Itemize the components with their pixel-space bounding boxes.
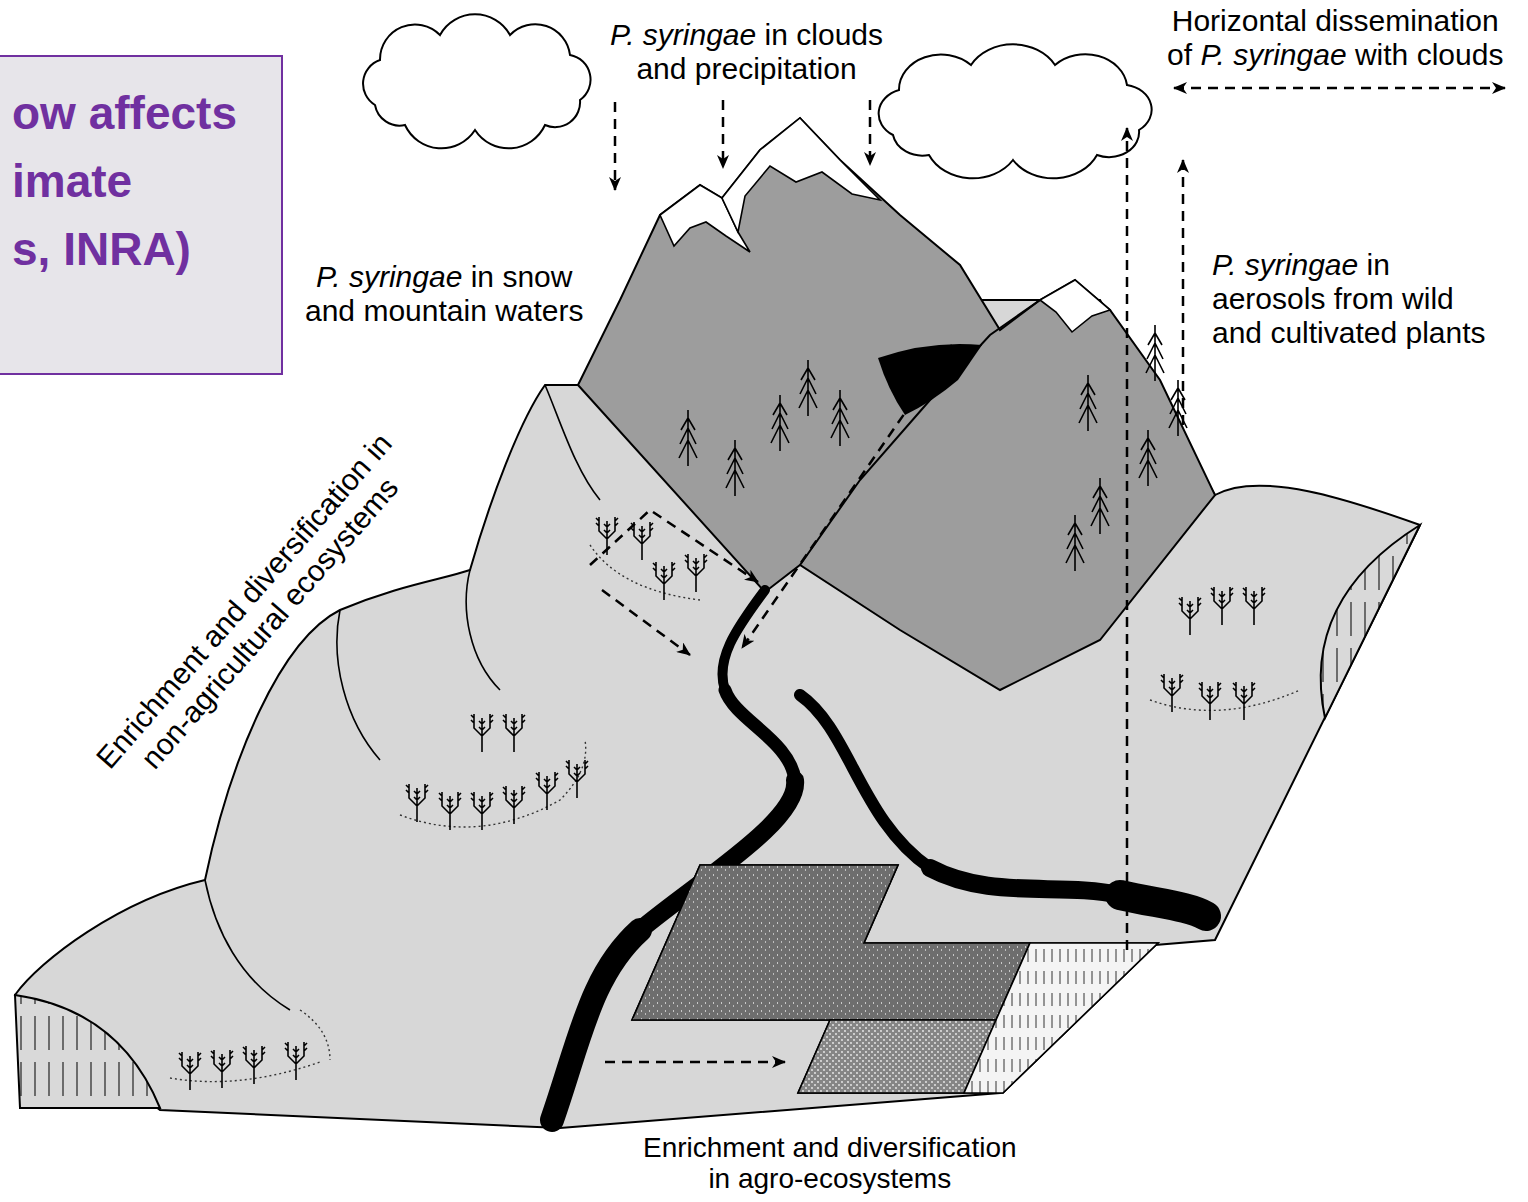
text-line: and mountain waters xyxy=(305,294,584,328)
conifer xyxy=(1146,325,1164,381)
river xyxy=(725,690,795,780)
shrub xyxy=(285,1042,307,1080)
shrub xyxy=(471,792,493,830)
text-line: and cultivated plants xyxy=(1212,316,1486,350)
precipitation-arrow xyxy=(614,102,617,190)
shrub xyxy=(653,562,675,600)
shrub xyxy=(406,784,428,822)
shrub xyxy=(566,760,588,798)
precipitation-arrow xyxy=(869,100,872,165)
snow-cap xyxy=(722,118,880,232)
dotted-field xyxy=(798,1020,996,1093)
text-line: of P. syringae with clouds xyxy=(1167,38,1503,72)
species-name: P. xyxy=(610,18,634,51)
shrub xyxy=(631,522,653,560)
shrub xyxy=(1199,682,1221,720)
conifer xyxy=(831,390,849,446)
horizontal-dissemination-arrow xyxy=(1174,87,1505,90)
aerosol-arrow xyxy=(1126,128,1129,950)
hatched-soil-face xyxy=(1321,525,1420,718)
mountain-lake xyxy=(878,344,982,415)
annotation-label: Enrichment and diversification in agro-e… xyxy=(643,1132,1017,1194)
conifer xyxy=(726,440,744,496)
species-name: syringae xyxy=(349,260,462,293)
river xyxy=(930,868,1120,895)
irrigation-arrow xyxy=(605,1061,785,1064)
precipitation-arrow xyxy=(722,100,725,168)
text-line: P. syringae in snow xyxy=(305,260,584,294)
river xyxy=(722,590,765,690)
species-name: P. xyxy=(316,260,340,293)
river xyxy=(1120,895,1206,916)
shrub xyxy=(179,1052,201,1090)
text-line: s, INRA) xyxy=(12,215,237,283)
text-line: and precipitation xyxy=(610,52,883,86)
shrub xyxy=(503,714,525,752)
conifer-trees xyxy=(679,325,1187,571)
runoff-arrow xyxy=(602,590,690,655)
text-line: P. syringae in xyxy=(1212,248,1486,282)
speckled-valley xyxy=(170,545,1300,1082)
text-line: in agro-ecosystems xyxy=(643,1163,1017,1194)
dispersal-arrows xyxy=(590,88,1505,1062)
shrub xyxy=(471,714,493,752)
species-name: syringae xyxy=(643,18,756,51)
aerosol-arrow xyxy=(1182,160,1185,425)
shrub xyxy=(439,792,461,830)
text-line: ow affects xyxy=(12,79,237,147)
shrub xyxy=(503,786,525,824)
agricultural-fields xyxy=(632,865,1158,1093)
cloud xyxy=(363,14,591,148)
shrub xyxy=(211,1050,233,1088)
conifer xyxy=(1139,430,1157,486)
shrub xyxy=(1211,587,1233,625)
runoff-arrow xyxy=(742,345,952,648)
field-plot xyxy=(632,865,1158,1093)
hatched-field xyxy=(964,943,1158,1093)
species-name: P. xyxy=(1212,248,1236,281)
runoff-arrow xyxy=(590,510,758,582)
text-line: P. syringae in clouds xyxy=(610,18,883,52)
conifer xyxy=(679,410,697,466)
text-line: aerosols from wild xyxy=(1212,282,1486,316)
annotation-label: P. syringae in clouds and precipitation xyxy=(610,18,883,86)
cloud xyxy=(879,44,1152,178)
stippled-field xyxy=(632,865,1030,1020)
annotation-label: P. syringae in snow and mountain waters xyxy=(305,260,584,328)
title-text: ow affects imate s, INRA) xyxy=(12,79,237,283)
snow-cap xyxy=(1040,280,1110,332)
conifer xyxy=(771,395,789,451)
shrub xyxy=(1243,587,1265,625)
conifer xyxy=(1169,380,1187,436)
rivers xyxy=(552,590,1206,1120)
text-line: imate xyxy=(12,147,237,215)
shrub xyxy=(1179,597,1201,635)
text-line: Enrichment and diversification xyxy=(643,1132,1017,1163)
shrub xyxy=(1161,674,1183,712)
river xyxy=(800,695,930,868)
species-name: P. xyxy=(1200,38,1224,71)
species-name: syringae xyxy=(1233,38,1346,71)
shrubs xyxy=(179,517,1265,1090)
shrub xyxy=(243,1046,265,1084)
river xyxy=(552,930,640,1120)
shrub xyxy=(685,554,707,592)
shrub xyxy=(536,772,558,810)
conifer xyxy=(1091,478,1109,534)
conifer xyxy=(1066,515,1084,571)
mountains xyxy=(578,118,1215,690)
mountain-massif xyxy=(578,118,1215,690)
clouds xyxy=(363,14,1152,178)
species-name: syringae xyxy=(1245,248,1358,281)
hatched-soil-face xyxy=(15,995,160,1108)
conifer xyxy=(1079,375,1097,431)
conifer xyxy=(799,360,817,416)
text-line: Horizontal dissemination xyxy=(1167,4,1503,38)
mountain-ridge xyxy=(800,300,1040,565)
shrub xyxy=(1233,682,1255,720)
title-box: ow affects imate s, INRA) xyxy=(0,55,283,375)
annotation-label: Horizontal dissemination of P. syringae … xyxy=(1167,4,1503,72)
annotation-label: P. syringae in aerosols from wild and cu… xyxy=(1212,248,1486,350)
